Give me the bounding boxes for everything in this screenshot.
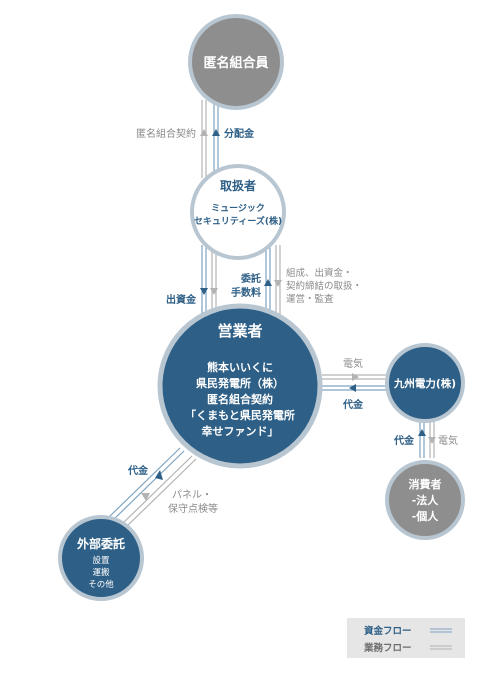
label-investment: 出資金 [166,293,197,306]
line-out-panel-2 [123,458,197,530]
operator-title: 営業者 [217,322,262,340]
line-out-panel-1 [119,455,193,527]
label-panel-2: 保守点検等 [168,502,218,515]
consumers-line2: -法人 [412,493,440,507]
label-payment-right: 代金 [393,434,415,447]
legend: 資金フロー 業務フロー [347,618,465,658]
arrow-out-pay [155,470,163,480]
arrow-elec-right [352,373,359,381]
operator-circle [157,303,323,469]
arrow-duties-down [274,280,282,287]
legend-box [347,618,465,658]
arrowheads [141,129,436,501]
node-handler: 取扱者 ミュージック セキュリティーズ(株) [190,164,286,260]
arrow-out-panel [141,493,150,501]
label-commission-2: 手数料 [231,286,261,299]
legend-money-label: 資金フロー [364,625,412,637]
outsource-circle [58,515,144,601]
arrow-pay-left [349,384,356,392]
outsource-title: 外部委託 [77,536,125,551]
node-investors: 匿名組合員 [188,14,284,110]
handler-title: 取扱者 [220,178,256,193]
line-out-pay-2 [111,450,185,522]
arrow-commission-up [264,279,272,286]
legend-business-label: 業務フロー [363,642,412,654]
handler-line2: セキュリティーズ(株) [194,215,282,227]
label-duties-1: 組成、出資金・ [286,267,353,279]
arrow-cons-pay-up [418,429,426,436]
consumers-line1: 消費者 [409,477,442,491]
label-elec-right: 電気 [438,434,458,447]
operator-line-5: 幸せファンド」 [202,424,279,438]
investors-label: 匿名組合員 [203,55,268,71]
node-outsource: 外部委託 設置 運搬 その他 [58,515,144,601]
kyushu-label: 九州電力(株) [393,377,456,390]
label-panel-1: パネル・ [172,489,212,501]
label-payment-top: 代金 [342,398,364,411]
operator-line-1: 熊本いいくに [207,360,273,374]
line-out-pay-1 [107,447,181,519]
node-operator: 営業者 熊本いいくに 県民発電所（株） 匿名組合契約 「くまもと県民発電所 幸せ… [157,303,323,469]
label-duties-3: 運営・監査 [286,293,334,305]
kyushu-circle [385,343,465,423]
handler-circle [190,164,286,260]
arrow-contract-up [200,129,208,136]
outsource-line2: 運搬 [92,567,110,578]
arrow-dividend-up [212,129,220,136]
arrow-investment-down-b [210,288,218,295]
operator-line-4: 「くまもと県民発電所 [185,408,295,422]
label-commission-1: 委託 [240,272,261,285]
label-payment-left: 代金 [127,464,149,477]
label-duties-2: 契約締結の取扱・ [286,280,362,292]
operator-line-3: 匿名組合契約 [207,392,273,406]
consumers-circle [385,460,465,540]
consumers-line3: -個人 [412,509,440,523]
operator-line-2: 県民発電所（株） [196,376,284,390]
flow-labels: 匿名組合契約 分配金 出資金 委託 手数料 組成、出資金・ 契約締結の取扱・ 運… [127,127,458,515]
node-consumers: 消費者 -法人 -個人 [385,460,465,540]
arrow-investment-down [200,288,208,295]
label-elec-top: 電気 [343,357,363,370]
label-dividend: 分配金 [224,127,255,140]
label-anon-contract: 匿名組合契約 [136,127,196,140]
handler-line1: ミュージック [211,203,265,214]
outsource-line1: 設置 [92,555,110,566]
investors-circle [188,14,284,110]
outsource-line3: その他 [88,579,114,590]
arrow-cons-elec-down [428,437,436,444]
node-kyushu: 九州電力(株) [385,343,465,423]
